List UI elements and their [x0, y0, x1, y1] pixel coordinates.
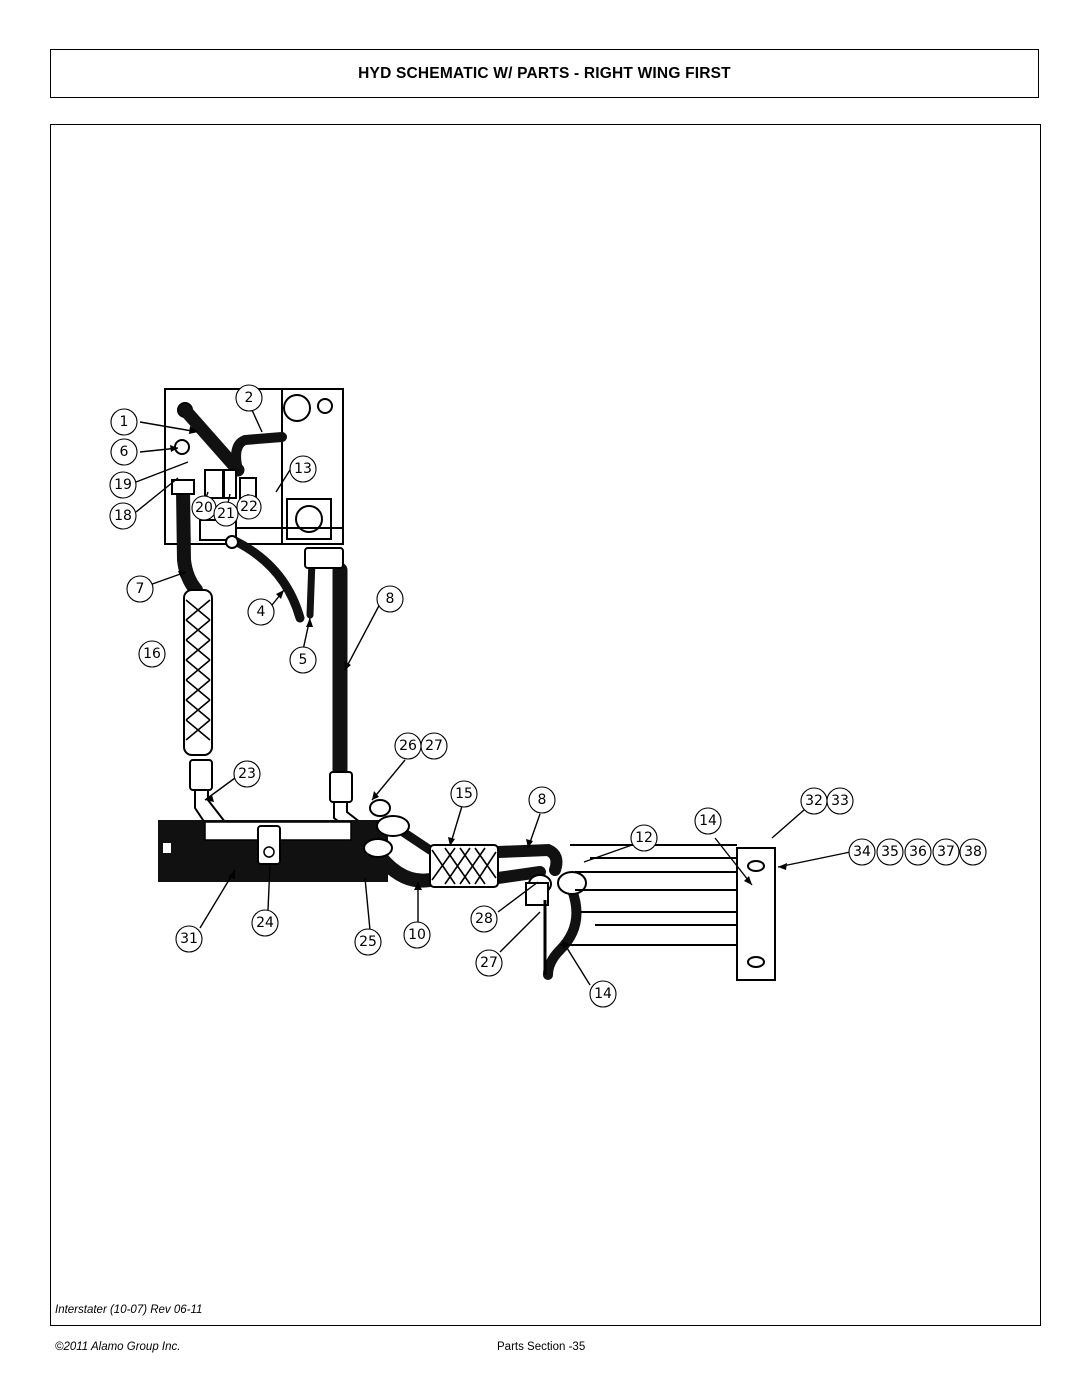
leader-lines	[135, 409, 861, 986]
callout-19: 19	[109, 471, 137, 499]
callout-35: 35	[876, 838, 904, 866]
hose-sleeve-16	[183, 589, 213, 756]
callout-33: 33	[826, 787, 854, 815]
callout-10: 10	[403, 921, 431, 949]
steel-lines	[189, 547, 378, 839]
svg-text:23: 23	[238, 766, 256, 782]
callout-20: 20	[191, 495, 217, 521]
callout-8-top: 8	[376, 585, 404, 613]
callout-8-mid: 8	[528, 786, 556, 814]
svg-text:2: 2	[245, 390, 254, 406]
svg-text:4: 4	[257, 604, 266, 620]
diagram-frame	[50, 124, 1041, 1326]
callout-6: 6	[110, 438, 138, 466]
svg-text:27: 27	[425, 738, 443, 754]
svg-text:8: 8	[386, 591, 395, 607]
callout-22: 22	[236, 494, 262, 520]
callouts: 1 2 6 13 19 18 20 21 22 7 4 8 16 5 26 27…	[109, 384, 987, 1008]
svg-text:14: 14	[594, 986, 612, 1002]
callout-14-bottom: 14	[589, 980, 617, 1008]
svg-text:10: 10	[408, 927, 426, 943]
svg-text:6: 6	[120, 444, 129, 460]
page-title: HYD SCHEMATIC W/ PARTS - RIGHT WING FIRS…	[358, 64, 731, 82]
svg-text:12: 12	[635, 830, 653, 846]
callout-14-top: 14	[694, 807, 722, 835]
svg-text:36: 36	[909, 844, 927, 860]
frame-tube	[158, 820, 388, 882]
callout-12: 12	[630, 824, 658, 852]
callout-38: 38	[959, 838, 987, 866]
callout-36: 36	[904, 838, 932, 866]
svg-text:22: 22	[240, 499, 258, 515]
callout-4: 4	[247, 598, 275, 626]
svg-text:33: 33	[831, 793, 849, 809]
callout-32: 32	[800, 787, 828, 815]
svg-text:8: 8	[538, 792, 547, 808]
callout-18: 18	[109, 502, 137, 530]
footer-section: Parts Section -35	[497, 1341, 586, 1353]
svg-text:28: 28	[475, 911, 493, 927]
callout-27-bottom: 27	[475, 949, 503, 977]
wing-cylinder	[525, 844, 776, 981]
callout-34: 34	[848, 838, 876, 866]
callout-25: 25	[354, 928, 382, 956]
callout-28: 28	[470, 905, 498, 933]
arrowheads	[170, 426, 787, 949]
svg-text:5: 5	[299, 652, 308, 668]
callout-26: 26	[394, 732, 422, 760]
svg-text:35: 35	[881, 844, 899, 860]
callout-13: 13	[289, 455, 317, 483]
callout-16: 16	[138, 640, 166, 668]
svg-text:34: 34	[853, 844, 871, 860]
footer-copyright: ©2011 Alamo Group Inc.	[55, 1341, 181, 1353]
svg-text:31: 31	[180, 931, 198, 947]
callout-5: 5	[289, 646, 317, 674]
svg-text:15: 15	[455, 786, 473, 802]
svg-text:38: 38	[964, 844, 982, 860]
title-box: HYD SCHEMATIC W/ PARTS - RIGHT WING FIRS…	[50, 49, 1039, 98]
svg-text:25: 25	[359, 934, 377, 950]
callout-15: 15	[450, 780, 478, 808]
callout-23: 23	[233, 760, 261, 788]
callout-1: 1	[110, 408, 138, 436]
hose-sleeve-15	[429, 844, 499, 888]
revision-note: Interstater (10-07) Rev 06-11	[55, 1304, 203, 1316]
svg-text:32: 32	[805, 793, 823, 809]
callout-31: 31	[175, 925, 203, 953]
callout-2: 2	[235, 384, 263, 412]
svg-text:37: 37	[937, 844, 955, 860]
svg-text:14: 14	[699, 813, 717, 829]
svg-text:16: 16	[143, 646, 161, 662]
svg-text:27: 27	[480, 955, 498, 971]
svg-text:21: 21	[217, 506, 235, 522]
callout-7: 7	[126, 575, 154, 603]
svg-text:7: 7	[136, 581, 145, 597]
callout-21: 21	[213, 501, 239, 527]
callout-27-top: 27	[420, 732, 448, 760]
callout-24: 24	[251, 909, 279, 937]
callout-37: 37	[932, 838, 960, 866]
svg-text:24: 24	[256, 915, 274, 931]
svg-text:19: 19	[114, 477, 132, 493]
svg-text:1: 1	[120, 414, 129, 430]
svg-text:20: 20	[195, 500, 213, 516]
svg-text:13: 13	[294, 461, 312, 477]
svg-text:18: 18	[114, 508, 132, 524]
svg-text:26: 26	[399, 738, 417, 754]
